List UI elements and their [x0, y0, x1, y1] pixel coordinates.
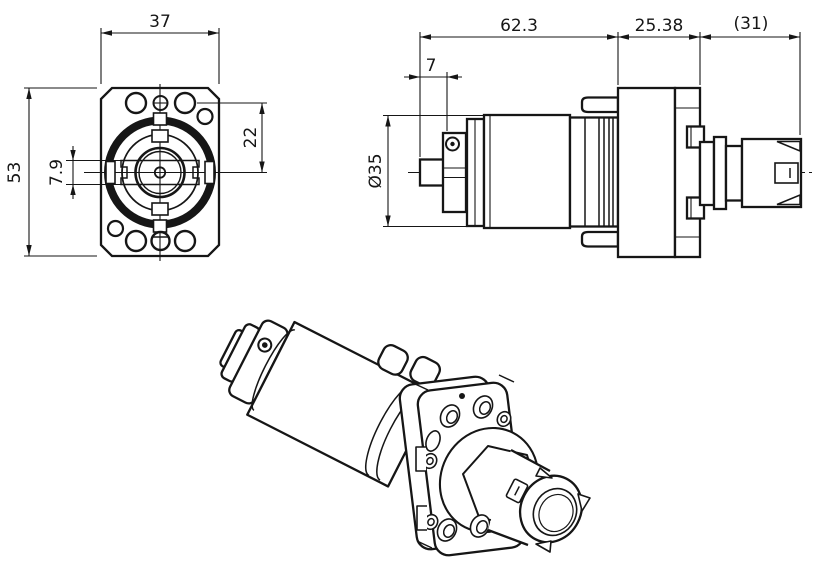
iso-thread-inner [538, 493, 574, 533]
dim-flange-width-label: 25.38 [635, 16, 684, 36]
nut-slot-bottom [776, 193, 801, 206]
bore-inner [138, 150, 182, 195]
iso-castellation [535, 467, 553, 479]
dim-hole-offset-label: 22 [241, 127, 261, 149]
pin-hole [106, 219, 125, 238]
iso-counterbore-holes [436, 395, 494, 542]
dim-collet-length-label: (31) [734, 14, 769, 34]
iso-edge [416, 540, 433, 549]
iso-motor-group [219, 319, 442, 488]
iso-castellation [577, 493, 591, 512]
iso-body-groove [251, 329, 296, 411]
iso-nut-slot-tick [514, 486, 520, 496]
keyway-left [120, 159, 141, 186]
iso-screw-heads [422, 410, 512, 531]
dim-hole-offset: 22 [197, 102, 267, 173]
bottom-center-hole [150, 230, 171, 252]
dim-bore-flat: 7.9 [47, 146, 141, 199]
keyway-tab-left [105, 160, 116, 185]
spindle-step-1 [698, 140, 716, 207]
set-screw-dot [450, 141, 455, 147]
dim-body-diameter: Ø35 [366, 114, 484, 228]
motor-tab-top [580, 96, 620, 114]
dim-shaft-ext-label: 7 [426, 56, 437, 76]
dim-width-label: 37 [149, 12, 171, 32]
flange-front-plate [616, 86, 677, 259]
iso-clamp-notch [416, 505, 427, 531]
motor-tab-bottom [580, 230, 620, 248]
dim-width: 37 [100, 12, 220, 84]
front-view: 37 53 22 7.9 [5, 12, 267, 261]
keyway-right [179, 159, 200, 186]
center-hole [153, 166, 167, 179]
iso-slot-hole [425, 430, 441, 452]
bolt-hole [124, 91, 148, 115]
iso-dowel-dot [459, 393, 465, 399]
spindle-step-3 [724, 144, 744, 202]
iso-clamp-notch [415, 446, 426, 472]
pin-hole [196, 107, 214, 126]
bolt-hole [173, 91, 197, 115]
bolt-hole [124, 229, 148, 253]
flange-outline [99, 86, 221, 258]
side-view: 62.3 25.38 (31) 7 Ø35 [366, 14, 812, 259]
iso-castellation [535, 540, 552, 553]
ring-notch-bottom [152, 219, 168, 233]
keyway-tab-right [204, 160, 215, 185]
iso-edge [498, 374, 515, 383]
dim-bore-flat-label: 7.9 [47, 159, 67, 186]
iso-collet-nut [487, 448, 591, 553]
rib-section [568, 116, 620, 228]
flange-rear-plate [673, 86, 702, 259]
isometric-view [219, 319, 591, 557]
ring-notch-top [152, 112, 168, 126]
dim-lengths: 62.3 25.38 (31) [419, 14, 801, 157]
iso-motor-tab [377, 344, 409, 376]
motor-body [482, 113, 572, 230]
circle-notch-top [151, 129, 169, 143]
iso-edge [412, 382, 429, 391]
dim-shaft-ext: 7 [404, 56, 462, 131]
circle-notch-bottom [151, 202, 169, 216]
dim-height: 53 [5, 87, 97, 257]
bore-outer [134, 146, 186, 199]
dim-height-label: 53 [5, 162, 25, 184]
dim-body-diameter-label: Ø35 [366, 153, 386, 188]
dim-body-length-label: 62.3 [500, 16, 538, 36]
spindle-step-2 [712, 135, 728, 211]
iso-set-screw-dot [261, 342, 268, 348]
nut-slot-mid [774, 162, 799, 184]
bolt-hole [173, 229, 197, 253]
nut-slot-top [776, 140, 801, 153]
